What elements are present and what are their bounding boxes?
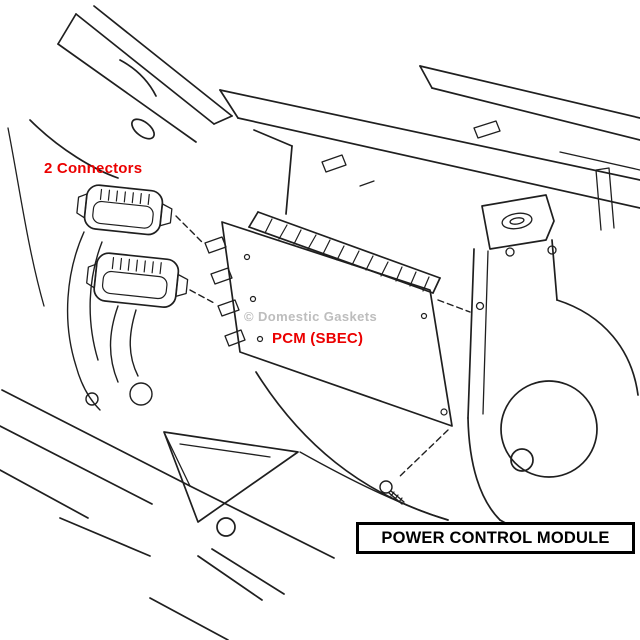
- connector-upper: [76, 184, 173, 236]
- floor-pan-lines: [0, 371, 449, 640]
- cowl-corner-lines: [7, 5, 233, 307]
- mounting-bracket: [467, 194, 639, 548]
- connectors-callout-label: 2 Connectors: [44, 160, 143, 177]
- mounting-screw: [379, 480, 405, 505]
- pcm-module: [204, 211, 453, 427]
- title-box: POWER CONTROL MODULE: [356, 522, 635, 554]
- watermark-text: © Domestic Gaskets: [244, 309, 378, 324]
- connector-lower: [86, 252, 189, 308]
- pcm-callout-label: PCM (SBEC): [272, 330, 364, 347]
- pcm-connector-ribs: [264, 218, 430, 292]
- cowl-panel-lines: [219, 65, 640, 231]
- wiring-harness: [66, 231, 153, 411]
- leader-dashed-lines: [175, 215, 471, 479]
- title-box-label: POWER CONTROL MODULE: [381, 528, 610, 547]
